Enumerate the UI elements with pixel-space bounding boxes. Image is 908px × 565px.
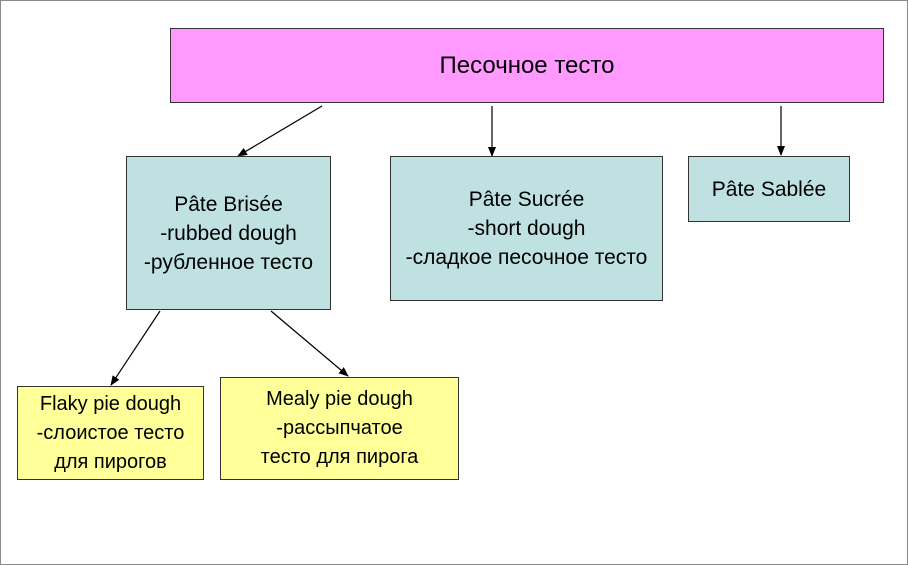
node-mealy-pie-dough: Mealy pie dough -рассыпчатое тесто для п… <box>220 377 459 480</box>
node-flaky-line-2: -слоистое тесто <box>36 421 185 444</box>
node-sablee-title: Pâte Sablée <box>711 178 827 201</box>
node-sucree-line-russian: -сладкое песочное тесто <box>405 246 648 269</box>
node-flaky-pie-dough: Flaky pie dough -слоистое тесто для пиро… <box>17 386 204 480</box>
node-mealy-line-3: тесто для пирога <box>260 446 419 468</box>
node-sucree-line-english: -short dough <box>467 217 586 240</box>
node-flaky-title: Flaky pie dough <box>39 392 182 415</box>
node-pate-sablee: Pâte Sablée <box>688 156 850 222</box>
node-brisee-line-russian: -рубленное тесто <box>143 250 314 274</box>
node-sucree-title: Pâte Sucrée <box>468 188 585 211</box>
node-pate-brisee: Pâte Brisée -rubbed dough -рубленное тес… <box>126 156 331 310</box>
node-brisee-line-english: -rubbed dough <box>160 221 297 245</box>
node-root-label: Песочное тесто <box>439 52 615 79</box>
node-mealy-title: Mealy pie dough <box>266 388 413 410</box>
node-flaky-line-3: для пирогов <box>54 450 167 473</box>
node-root-shortcrust-pastry: Песочное тесто <box>170 28 884 103</box>
node-pate-sucree: Pâte Sucrée -short dough -сладкое песочн… <box>390 156 663 301</box>
node-mealy-line-2: -рассыпчатое <box>276 417 403 439</box>
node-brisee-title: Pâte Brisée <box>174 192 283 216</box>
